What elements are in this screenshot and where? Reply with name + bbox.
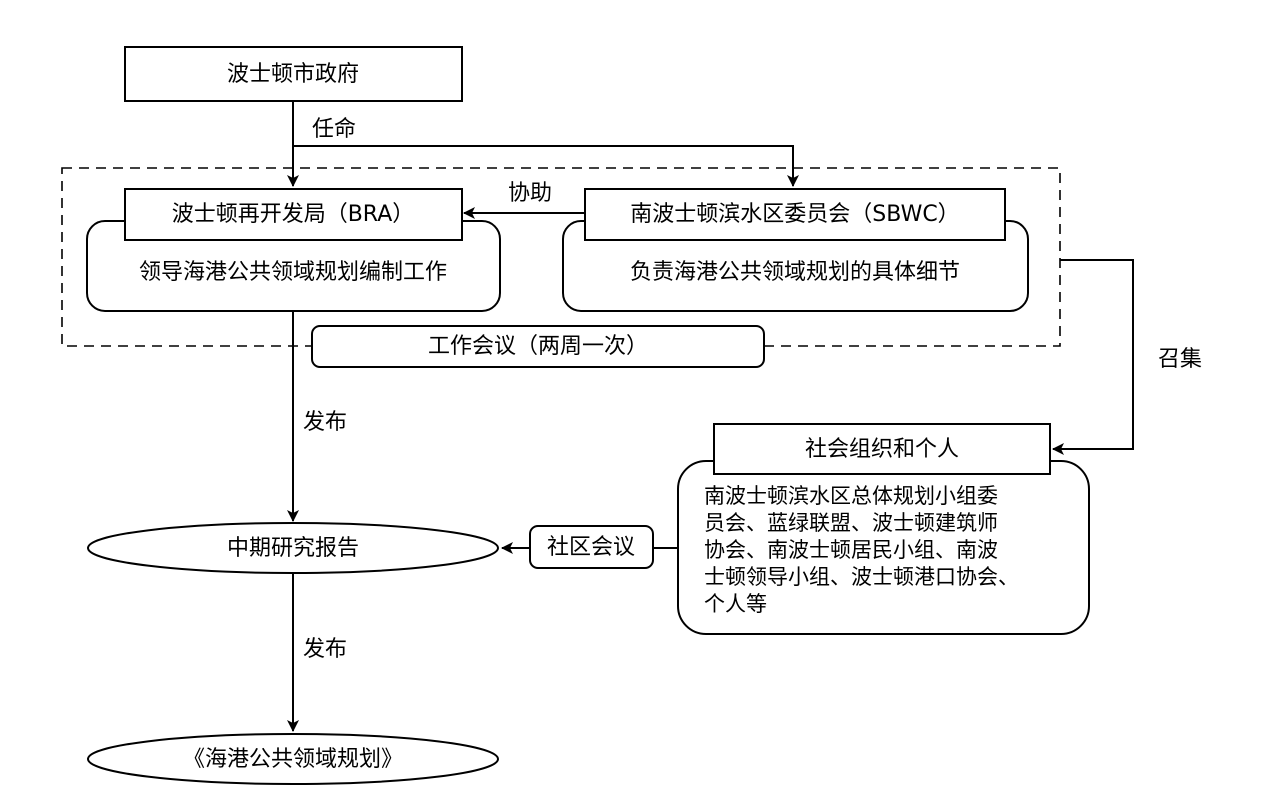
bra-node: 领导海港公共领域规划编制工作 bbox=[86, 220, 501, 312]
sbwc-node: 负责海港公共领域规划的具体细节 bbox=[562, 220, 1029, 312]
social-org-desc-line-2: 员会、蓝绿联盟、波士顿建筑师 bbox=[704, 511, 998, 535]
bra-title: 波士顿再开发局（BRA） bbox=[172, 202, 415, 227]
edge-gov-to-sbwc bbox=[293, 145, 799, 187]
social-org-title-box: 社会组织和个人 bbox=[713, 423, 1051, 475]
social-org-desc-line-3: 协会、南波士顿居民小组、南波 bbox=[704, 538, 998, 562]
edge-label-convene: 召集 bbox=[1158, 347, 1202, 372]
social-org-desc-line-4: 士顿领导小组、波士顿港口协会、 bbox=[704, 565, 1019, 589]
edge-sbwc-to-social-org bbox=[1052, 259, 1134, 455]
community-meeting-node: 社区会议 bbox=[529, 525, 654, 569]
community-meeting-label: 社区会议 bbox=[547, 535, 635, 560]
final-plan-label: 《海港公共领域规划》 bbox=[183, 747, 403, 772]
sbwc-title-box: 南波士顿滨水区委员会（SBWC） bbox=[584, 188, 1006, 241]
social-org-desc-line-5: 个人等 bbox=[704, 592, 767, 616]
bra-title-box: 波士顿再开发局（BRA） bbox=[124, 188, 463, 241]
social-org-desc-line-1: 南波士顿滨水区总体规划小组委 bbox=[704, 484, 998, 508]
sbwc-description: 负责海港公共领域规划的具体细节 bbox=[630, 260, 960, 285]
social-org-detail-node: 南波士顿滨水区总体规划小组委 员会、蓝绿联盟、波士顿建筑师 协会、南波士顿居民小… bbox=[677, 460, 1090, 635]
interim-report-label: 中期研究报告 bbox=[227, 536, 359, 561]
city-government-node: 波士顿市政府 bbox=[124, 46, 463, 102]
bra-description: 领导海港公共领域规划编制工作 bbox=[139, 260, 447, 285]
edge-label-publish-2: 发布 bbox=[303, 637, 347, 662]
city-government-label: 波士顿市政府 bbox=[227, 62, 359, 87]
work-meeting-node: 工作会议（两周一次） bbox=[311, 325, 765, 368]
edge-label-publish-1: 发布 bbox=[303, 410, 347, 435]
interim-report-node: 中期研究报告 bbox=[87, 522, 499, 574]
edge-label-appoint: 任命 bbox=[312, 117, 356, 142]
final-plan-node: 《海港公共领域规划》 bbox=[87, 733, 499, 785]
work-meeting-label: 工作会议（两周一次） bbox=[428, 334, 648, 359]
sbwc-title: 南波士顿滨水区委员会（SBWC） bbox=[630, 202, 959, 227]
edge-label-assist: 协助 bbox=[508, 181, 552, 206]
social-org-title: 社会组织和个人 bbox=[805, 437, 959, 462]
